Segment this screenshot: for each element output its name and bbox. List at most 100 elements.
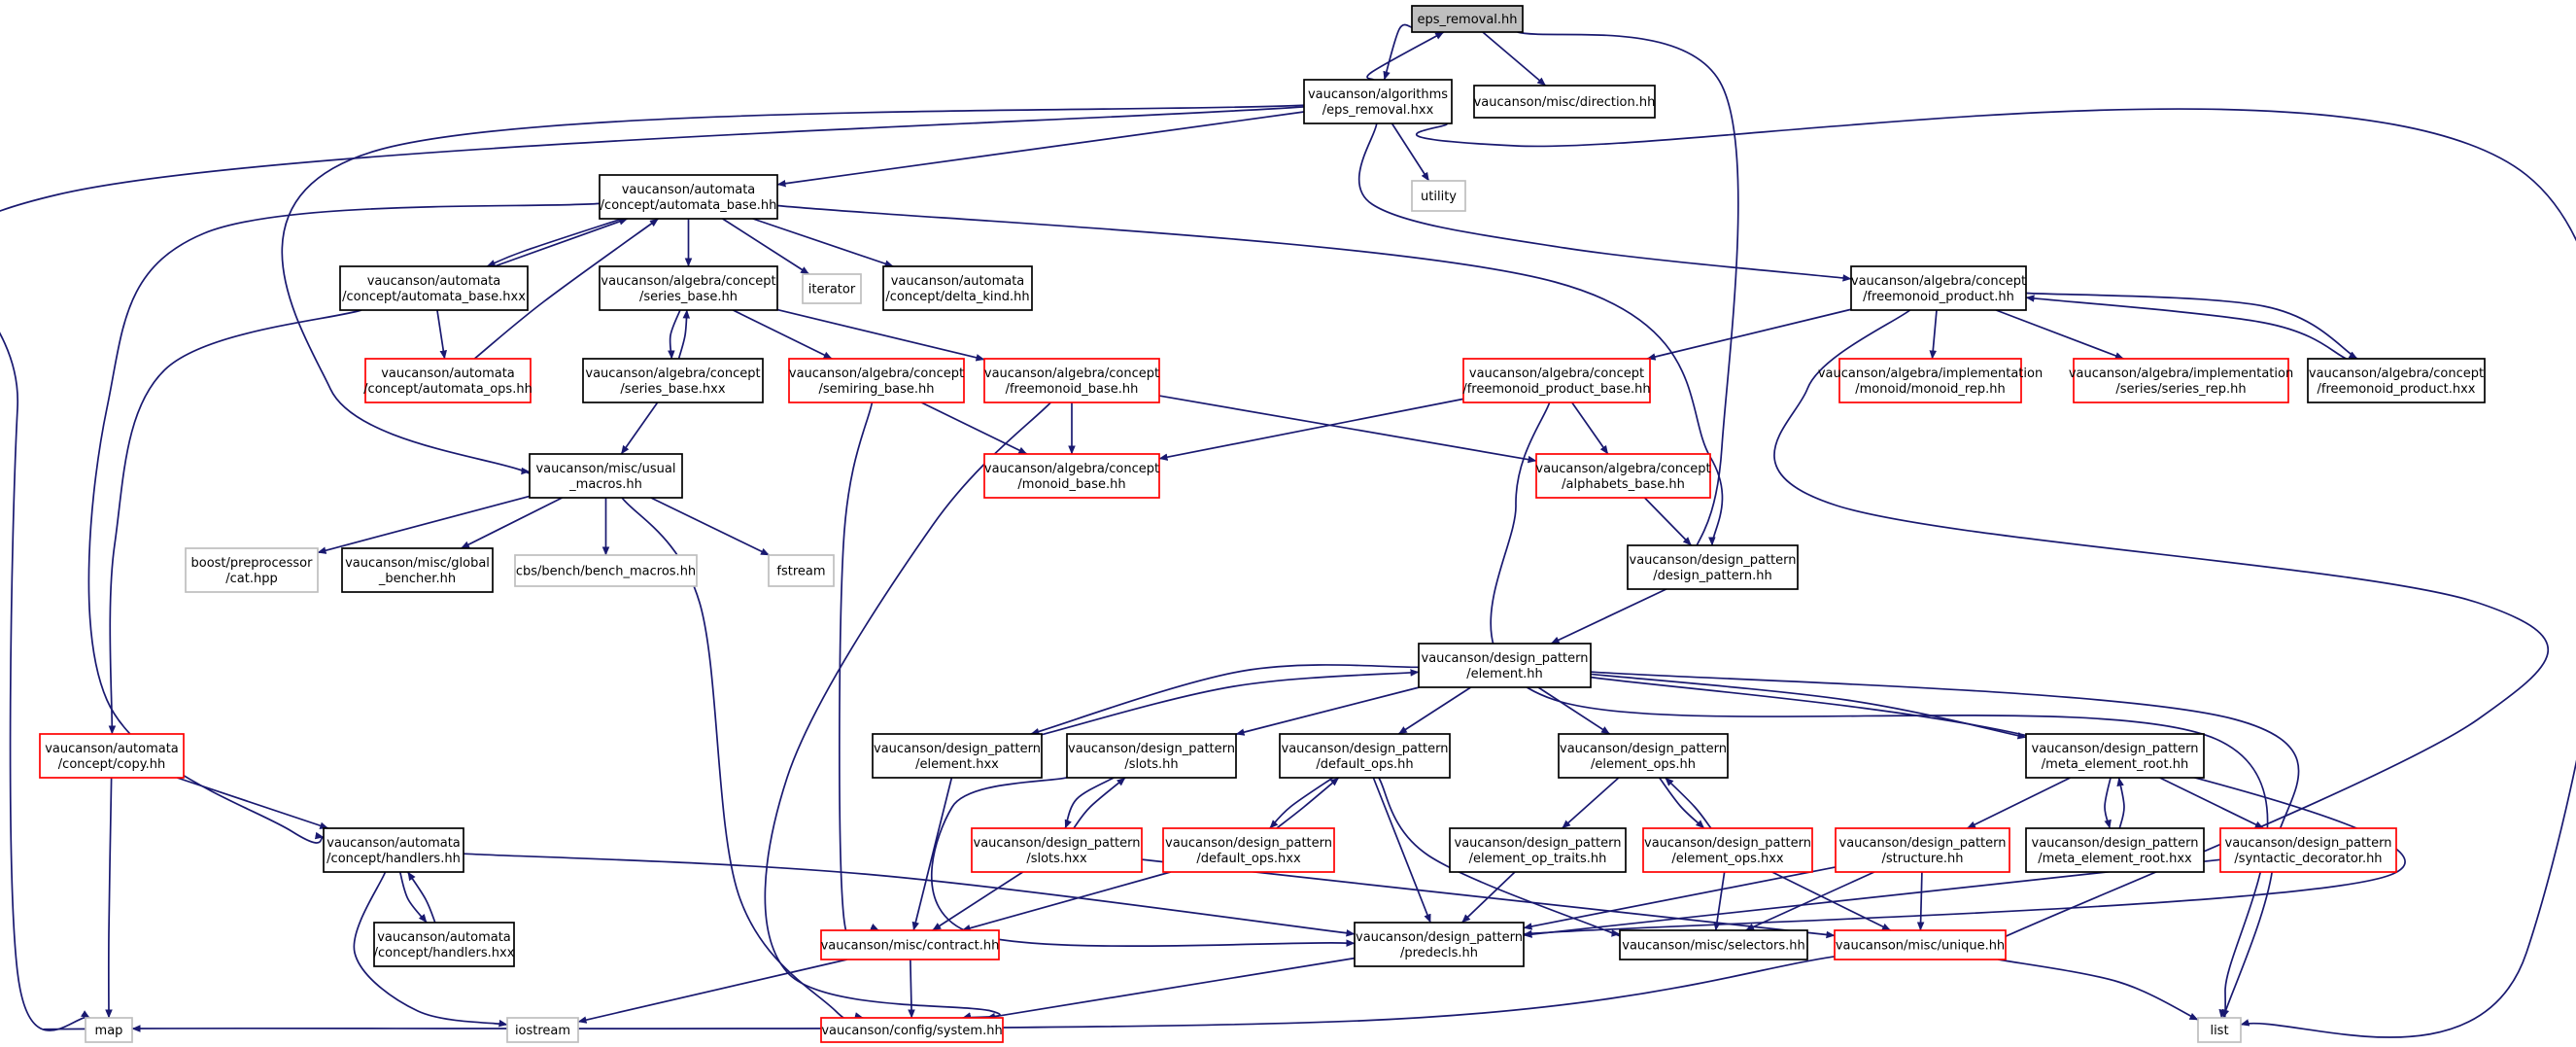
node-label-line: /concept/handlers.hxx [374, 946, 515, 960]
edge-default-ops-hxx-to-contract-hh [961, 871, 1171, 932]
node-element-ops-hh[interactable]: vaucanson/design_pattern/element_ops.hh [1558, 733, 1729, 779]
node-box [1619, 929, 1808, 960]
node-direction-hh[interactable]: vaucanson/misc/direction.hh [1473, 85, 1656, 119]
node-map[interactable]: map [85, 1017, 133, 1043]
edge-line [1571, 401, 1609, 455]
node-usual-macros-hh[interactable]: vaucanson/misc/usual_macros.hh [529, 453, 683, 499]
edge-freemonoid-product-hh-to-freemonoid-product-base-hh [1646, 308, 1852, 361]
node-slots-hxx[interactable]: vaucanson/design_pattern/slots.hxx [971, 827, 1143, 873]
node-list[interactable]: list [2197, 1017, 2242, 1043]
node-freemonoid-product-hh[interactable]: vaucanson/algebra/concept/freemonoid_pro… [1850, 265, 2027, 311]
node-utility[interactable]: utility [1411, 180, 1466, 212]
edge-line [406, 871, 436, 924]
node-label-line: /element_ops.hh [1591, 757, 1696, 772]
node-box [1535, 453, 1711, 499]
node-box [820, 1017, 1004, 1043]
node-label-line: vaucanson/algebra/implementation [2069, 366, 2293, 381]
node-global-bencher-hh[interactable]: vaucanson/misc/global_bencher.hh [341, 547, 494, 593]
node-meta-element-root-hxx[interactable]: vaucanson/design_pattern/meta_element_ro… [2025, 827, 2205, 873]
node-label-line: vaucanson/misc/usual [535, 462, 675, 476]
edge-line [1041, 669, 1420, 736]
node-automata-ops-hh[interactable]: vaucanson/automata/concept/automata_ops.… [363, 358, 532, 403]
edge-eps-removal-hxx-to-map [0, 105, 1305, 1031]
node-meta-element-root-hh[interactable]: vaucanson/design_pattern/meta_element_ro… [2025, 733, 2205, 779]
node-label-line: vaucanson/algebra/concept [789, 366, 964, 381]
node-monoid-rep-hh[interactable]: vaucanson/algebra/implementation/monoid/… [1818, 358, 2043, 403]
edge-line [461, 497, 563, 549]
node-freemonoid-product-hxx[interactable]: vaucanson/algebra/concept/freemonoid_pro… [2307, 358, 2486, 403]
node-copy-hh[interactable]: vaucanson/automata/concept/copy.hh [39, 733, 185, 779]
node-box [341, 547, 494, 593]
edge-line [620, 401, 659, 455]
node-element-hh[interactable]: vaucanson/design_pattern/element.hh [1418, 643, 1592, 688]
edge-line [317, 495, 531, 554]
edge-automata-ops-hh-to-automata-base-hh [473, 218, 659, 360]
node-series-base-hh[interactable]: vaucanson/algebra/concept/series_base.hh [599, 265, 778, 311]
edge-slots-hh-to-slots-hxx [1064, 777, 1115, 829]
edge-handlers-hh-to-predecls-hh [463, 853, 1356, 937]
node-freemonoid-base-hh[interactable]: vaucanson/algebra/concept/freemonoid_bas… [983, 358, 1160, 403]
node-box [2307, 358, 2486, 403]
node-freemonoid-product-base-hh[interactable]: vaucanson/algebra/concept/freemonoid_pro… [1462, 358, 1651, 403]
edge-handlers-hh-to-iostream [353, 871, 508, 1028]
node-default-ops-hxx[interactable]: vaucanson/design_pattern/default_ops.hxx [1162, 827, 1335, 873]
edge-line [1929, 309, 1938, 360]
node-automata-base-hh[interactable]: vaucanson/automata/concept/automata_base… [599, 174, 778, 220]
node-box [1558, 733, 1729, 779]
node-handlers-hh[interactable]: vaucanson/automata/concept/handlers.hh [323, 827, 464, 873]
node-design-pattern-hh[interactable]: vaucanson/design_pattern/design_pattern.… [1627, 544, 1799, 590]
node-label-line: /freemonoid_product.hh [1863, 290, 2014, 304]
edge-series-base-hh-to-freemonoid-base-hh [776, 308, 985, 362]
node-box [2219, 827, 2397, 873]
node-bench-macros-hh[interactable]: cbs/bench/bench_macros.hh [514, 554, 698, 587]
node-box [1473, 85, 1656, 119]
edge-usual-macros-hh-to-system-hh [621, 497, 864, 1024]
node-slots-hh[interactable]: vaucanson/design_pattern/slots.hh [1066, 733, 1237, 779]
edge-eps-removal-hxx-to-eps-removal-hh [1366, 31, 1445, 81]
edge-structure-hh-to-predecls-hh [1523, 866, 1837, 930]
node-delta-kind-hh[interactable]: vaucanson/automata/concept/delta_kind.hh [882, 265, 1033, 311]
node-cat-hpp[interactable]: boost/preprocessor/cat.hpp [185, 547, 319, 593]
edge-unique-hh-to-list [1998, 959, 2199, 1021]
node-monoid-base-hh[interactable]: vaucanson/algebra/concept/monoid_base.hh [983, 453, 1160, 499]
node-default-ops-hh[interactable]: vaucanson/design_pattern/default_ops.hh [1279, 733, 1451, 779]
edge-freemonoid-product-base-hh-to-alphabets-base-hh [1571, 401, 1609, 455]
node-label-line: /freemonoid_product_base.hh [1462, 382, 1650, 397]
node-element-op-traits-hh[interactable]: vaucanson/design_pattern/element_op_trai… [1449, 827, 1627, 873]
edge-layer [0, 23, 2576, 1038]
node-eps-removal-hxx[interactable]: vaucanson/algorithms/eps_removal.hxx [1303, 79, 1453, 124]
node-system-hh[interactable]: vaucanson/config/system.hh [820, 1017, 1004, 1043]
node-label-line: /default_ops.hxx [1196, 852, 1301, 866]
node-eps-removal-hh[interactable]: eps_removal.hh [1411, 5, 1524, 33]
node-selectors-hh[interactable]: vaucanson/misc/selectors.hh [1619, 929, 1808, 960]
node-structure-hh[interactable]: vaucanson/design_pattern/structure.hh [1835, 827, 2010, 873]
edge-line [1397, 686, 1472, 735]
node-series-base-hxx[interactable]: vaucanson/algebra/concept/series_base.hx… [582, 358, 764, 403]
node-alphabets-base-hh[interactable]: vaucanson/algebra/concept/alphabets_base… [1535, 453, 1711, 499]
node-unique-hh[interactable]: vaucanson/misc/unique.hh [1834, 929, 2007, 960]
node-label-line: /concept/delta_kind.hh [885, 290, 1029, 304]
node-series-rep-hh[interactable]: vaucanson/algebra/implementation/series/… [2069, 358, 2293, 403]
edge-line [1030, 664, 1420, 736]
node-label-line: vaucanson/algebra/concept [1469, 366, 1644, 381]
node-label-line: vaucanson/automata [891, 274, 1025, 289]
node-contract-hh[interactable]: vaucanson/misc/contract.hh [820, 929, 1000, 960]
node-semiring-base-hh[interactable]: vaucanson/algebra/concept/semiring_base.… [788, 358, 965, 403]
node-label-line: /concept/automata_base.hh [601, 198, 777, 213]
node-syntactic-decorator-hh[interactable]: vaucanson/design_pattern/syntactic_decor… [2219, 827, 2397, 873]
node-predecls-hh[interactable]: vaucanson/design_pattern/predecls.hh [1354, 922, 1525, 967]
node-handlers-hxx[interactable]: vaucanson/automata/concept/handlers.hxx [373, 922, 515, 967]
node-element-ops-hxx[interactable]: vaucanson/design_pattern/element_ops.hxx [1642, 827, 1813, 873]
edge-automata-base-hh-to-handlers-hh [87, 202, 601, 844]
node-element-hxx[interactable]: vaucanson/design_pattern/element.hxx [872, 733, 1043, 779]
node-box [768, 554, 835, 587]
edge-automata-base-hxx-to-automata-ops-hh [436, 309, 448, 360]
node-iterator[interactable]: iterator [802, 273, 862, 304]
node-iostream[interactable]: iostream [506, 1017, 579, 1043]
edge-line [677, 309, 691, 360]
node-fstream[interactable]: fstream [768, 554, 835, 587]
edge-line [1659, 777, 1705, 829]
edge-line [911, 777, 953, 931]
edge-line [281, 104, 1305, 479]
node-automata-base-hxx[interactable]: vaucanson/automata/concept/automata_base… [339, 265, 529, 311]
